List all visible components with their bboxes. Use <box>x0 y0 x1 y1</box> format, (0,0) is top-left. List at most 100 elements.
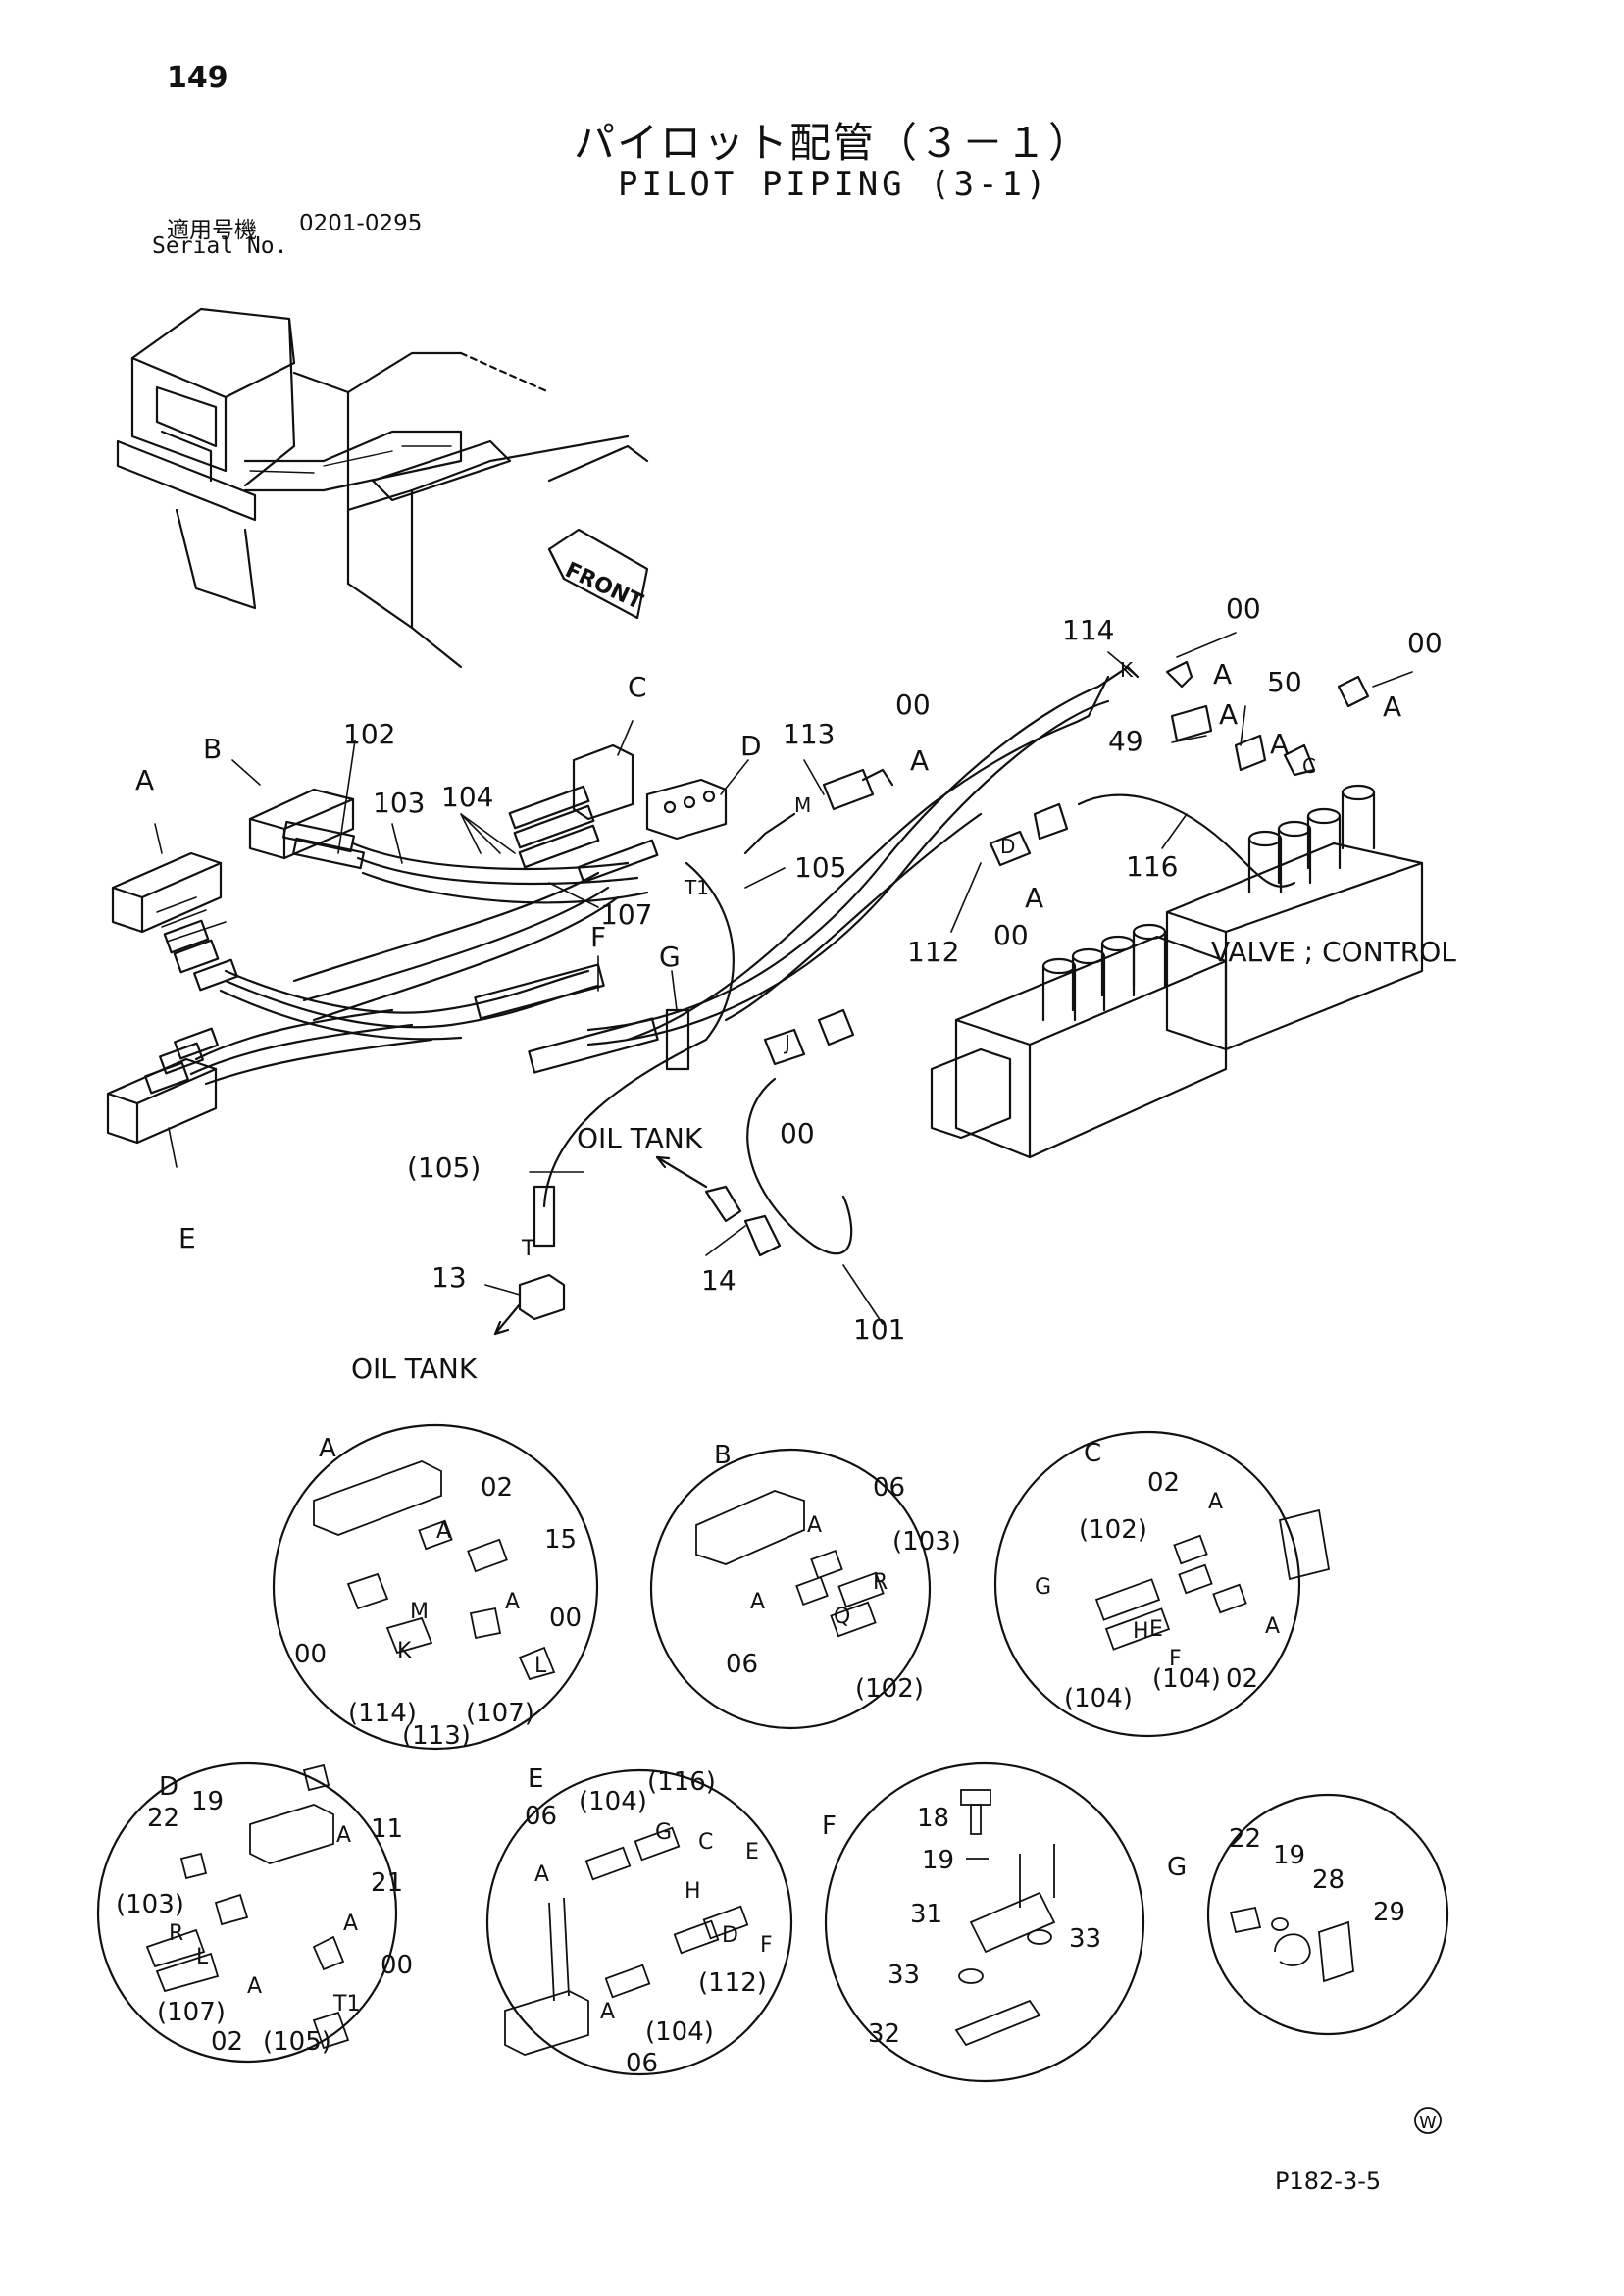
detail-A-label-2: A <box>436 1519 451 1544</box>
detail-circle-C <box>993 1430 1301 1738</box>
marker-A4: A <box>1270 728 1289 760</box>
part-00-c: 00 <box>1407 627 1443 659</box>
detail-A-label-7: K <box>397 1639 412 1663</box>
control-valve-drawing <box>763 660 1424 1159</box>
detail-E-label-2: 06 <box>525 1802 557 1831</box>
part-102: 102 <box>343 718 395 750</box>
detail-E-label-8: D <box>722 1923 738 1948</box>
detail-D-label-13: A <box>343 1912 358 1936</box>
detail-F-label-5: 32 <box>868 2019 900 2049</box>
serial-label-english: Serial No. <box>152 233 288 259</box>
detail-D-label-14: 00 <box>381 1951 413 1980</box>
detail-B-label-0: 06 <box>873 1473 905 1503</box>
detail-E-label-7: H <box>685 1879 701 1904</box>
marker-T: T <box>521 1237 535 1261</box>
detail-A-letter: A <box>319 1434 336 1463</box>
detail-F-letter: F <box>822 1811 837 1841</box>
detail-C-label-4: A <box>1265 1614 1280 1639</box>
detail-G-label-3: 29 <box>1373 1898 1405 1927</box>
detail-B-letter: B <box>714 1441 732 1470</box>
part-00-b: 00 <box>1226 592 1261 625</box>
detail-E-label-1: (116) <box>647 1767 716 1797</box>
callout-E: E <box>178 1222 196 1254</box>
marker-T1: T1 <box>684 876 709 899</box>
detail-D-label-5: (103) <box>116 1890 184 1919</box>
detail-E-letter: E <box>528 1764 543 1794</box>
detail-E-label-5: C <box>698 1830 713 1855</box>
part-00-a: 00 <box>895 689 931 721</box>
detail-circle-D <box>96 1761 398 2064</box>
drawing-code: P182-3-5 <box>1275 2168 1382 2195</box>
detail-E-label-4: G <box>655 1820 672 1845</box>
detail-D-label-0: 22 <box>147 1804 179 1833</box>
detail-A-label-5: 00 <box>294 1640 327 1669</box>
detail-G-letter: G <box>1167 1853 1187 1882</box>
part-49: 49 <box>1108 725 1143 757</box>
detail-D-label-2: 11 <box>371 1814 403 1844</box>
detail-G-label-2: 28 <box>1312 1865 1345 1895</box>
oil-tank-label-1: OIL TANK <box>577 1122 703 1154</box>
callout-C: C <box>628 671 647 703</box>
detail-circle-A <box>272 1423 599 1751</box>
page-number: 149 <box>167 61 228 95</box>
marker-M: M <box>794 793 811 817</box>
marker-D: D <box>1000 835 1015 858</box>
detail-B-label-2: A <box>807 1513 822 1538</box>
detail-C-label-0: 02 <box>1147 1468 1180 1498</box>
callout-D: D <box>740 730 762 762</box>
detail-E-label-12: A <box>600 2000 615 2024</box>
detail-circle-F <box>824 1761 1145 2083</box>
part-105: 105 <box>794 851 846 884</box>
detail-C-letter: C <box>1084 1439 1101 1468</box>
detail-B-label-1: (103) <box>892 1527 961 1556</box>
w-mark-circle <box>1414 2107 1442 2134</box>
page-title-english: PILOT PIPING (3-1) <box>618 165 1050 204</box>
detail-D-label-12: T1 <box>332 1992 360 2016</box>
detail-E-label-13: 06 <box>626 2049 658 2078</box>
marker-C: C <box>1302 754 1316 778</box>
detail-circle-E <box>485 1768 793 2076</box>
detail-E-label-0: (104) <box>579 1787 647 1816</box>
detail-D-label-9: A <box>247 1974 262 1999</box>
part-116: 116 <box>1126 850 1178 883</box>
detail-circle-G <box>1206 1793 1449 2036</box>
detail-circle-B <box>649 1448 932 1730</box>
detail-D-label-3: A <box>336 1823 351 1848</box>
detail-B-label-6: 06 <box>726 1650 758 1679</box>
w-mark: W <box>1419 2113 1437 2133</box>
detail-B-label-7: (102) <box>855 1674 924 1704</box>
detail-A-label-0: 02 <box>481 1473 513 1503</box>
detail-C-label-5: 02 <box>1226 1664 1258 1694</box>
detail-D-letter: D <box>159 1772 178 1802</box>
detail-C-label-8: H <box>1133 1619 1149 1644</box>
detail-E-label-10: (112) <box>698 1968 767 1998</box>
part-105-ref: (105) <box>407 1151 481 1184</box>
detail-sketches <box>145 1460 1354 2056</box>
detail-A-label-6: M <box>410 1600 429 1624</box>
detail-labels: A 02 15 A A 00 00 M K L (114) (113) (107… <box>116 1434 1405 2078</box>
front-label: FRONT <box>561 558 646 615</box>
detail-A-label-3: A <box>505 1590 520 1614</box>
detail-C-label-7: (104) <box>1152 1664 1221 1694</box>
detail-C-label-2: (102) <box>1079 1515 1147 1545</box>
detail-B-label-3: A <box>750 1590 765 1614</box>
detail-A-label-10: (113) <box>402 1721 471 1751</box>
detail-C-label-6: (104) <box>1064 1684 1133 1713</box>
detail-G-label-0: 22 <box>1229 1824 1261 1854</box>
main-labels: FRONT VALVE ; CONTROL OIL TANK OIL TANK … <box>135 558 1456 1385</box>
valve-label: VALVE ; CONTROL <box>1211 936 1456 968</box>
main-piping-drawing <box>106 665 1296 1336</box>
marker-A2: A <box>1213 658 1232 690</box>
oil-tank-label-2: OIL TANK <box>351 1352 478 1385</box>
detail-A-label-1: 15 <box>544 1525 577 1555</box>
detail-E-label-9: F <box>760 1933 773 1958</box>
part-00-e: 00 <box>780 1117 815 1149</box>
detail-F-label-1: 19 <box>922 1846 954 1875</box>
detail-B-label-5: Q <box>834 1605 850 1629</box>
callout-B: B <box>203 733 222 765</box>
part-103: 103 <box>373 787 425 819</box>
detail-C-label-3: G <box>1035 1575 1051 1600</box>
detail-C-label-10: F <box>1169 1647 1182 1671</box>
marker-K: K <box>1120 658 1134 682</box>
